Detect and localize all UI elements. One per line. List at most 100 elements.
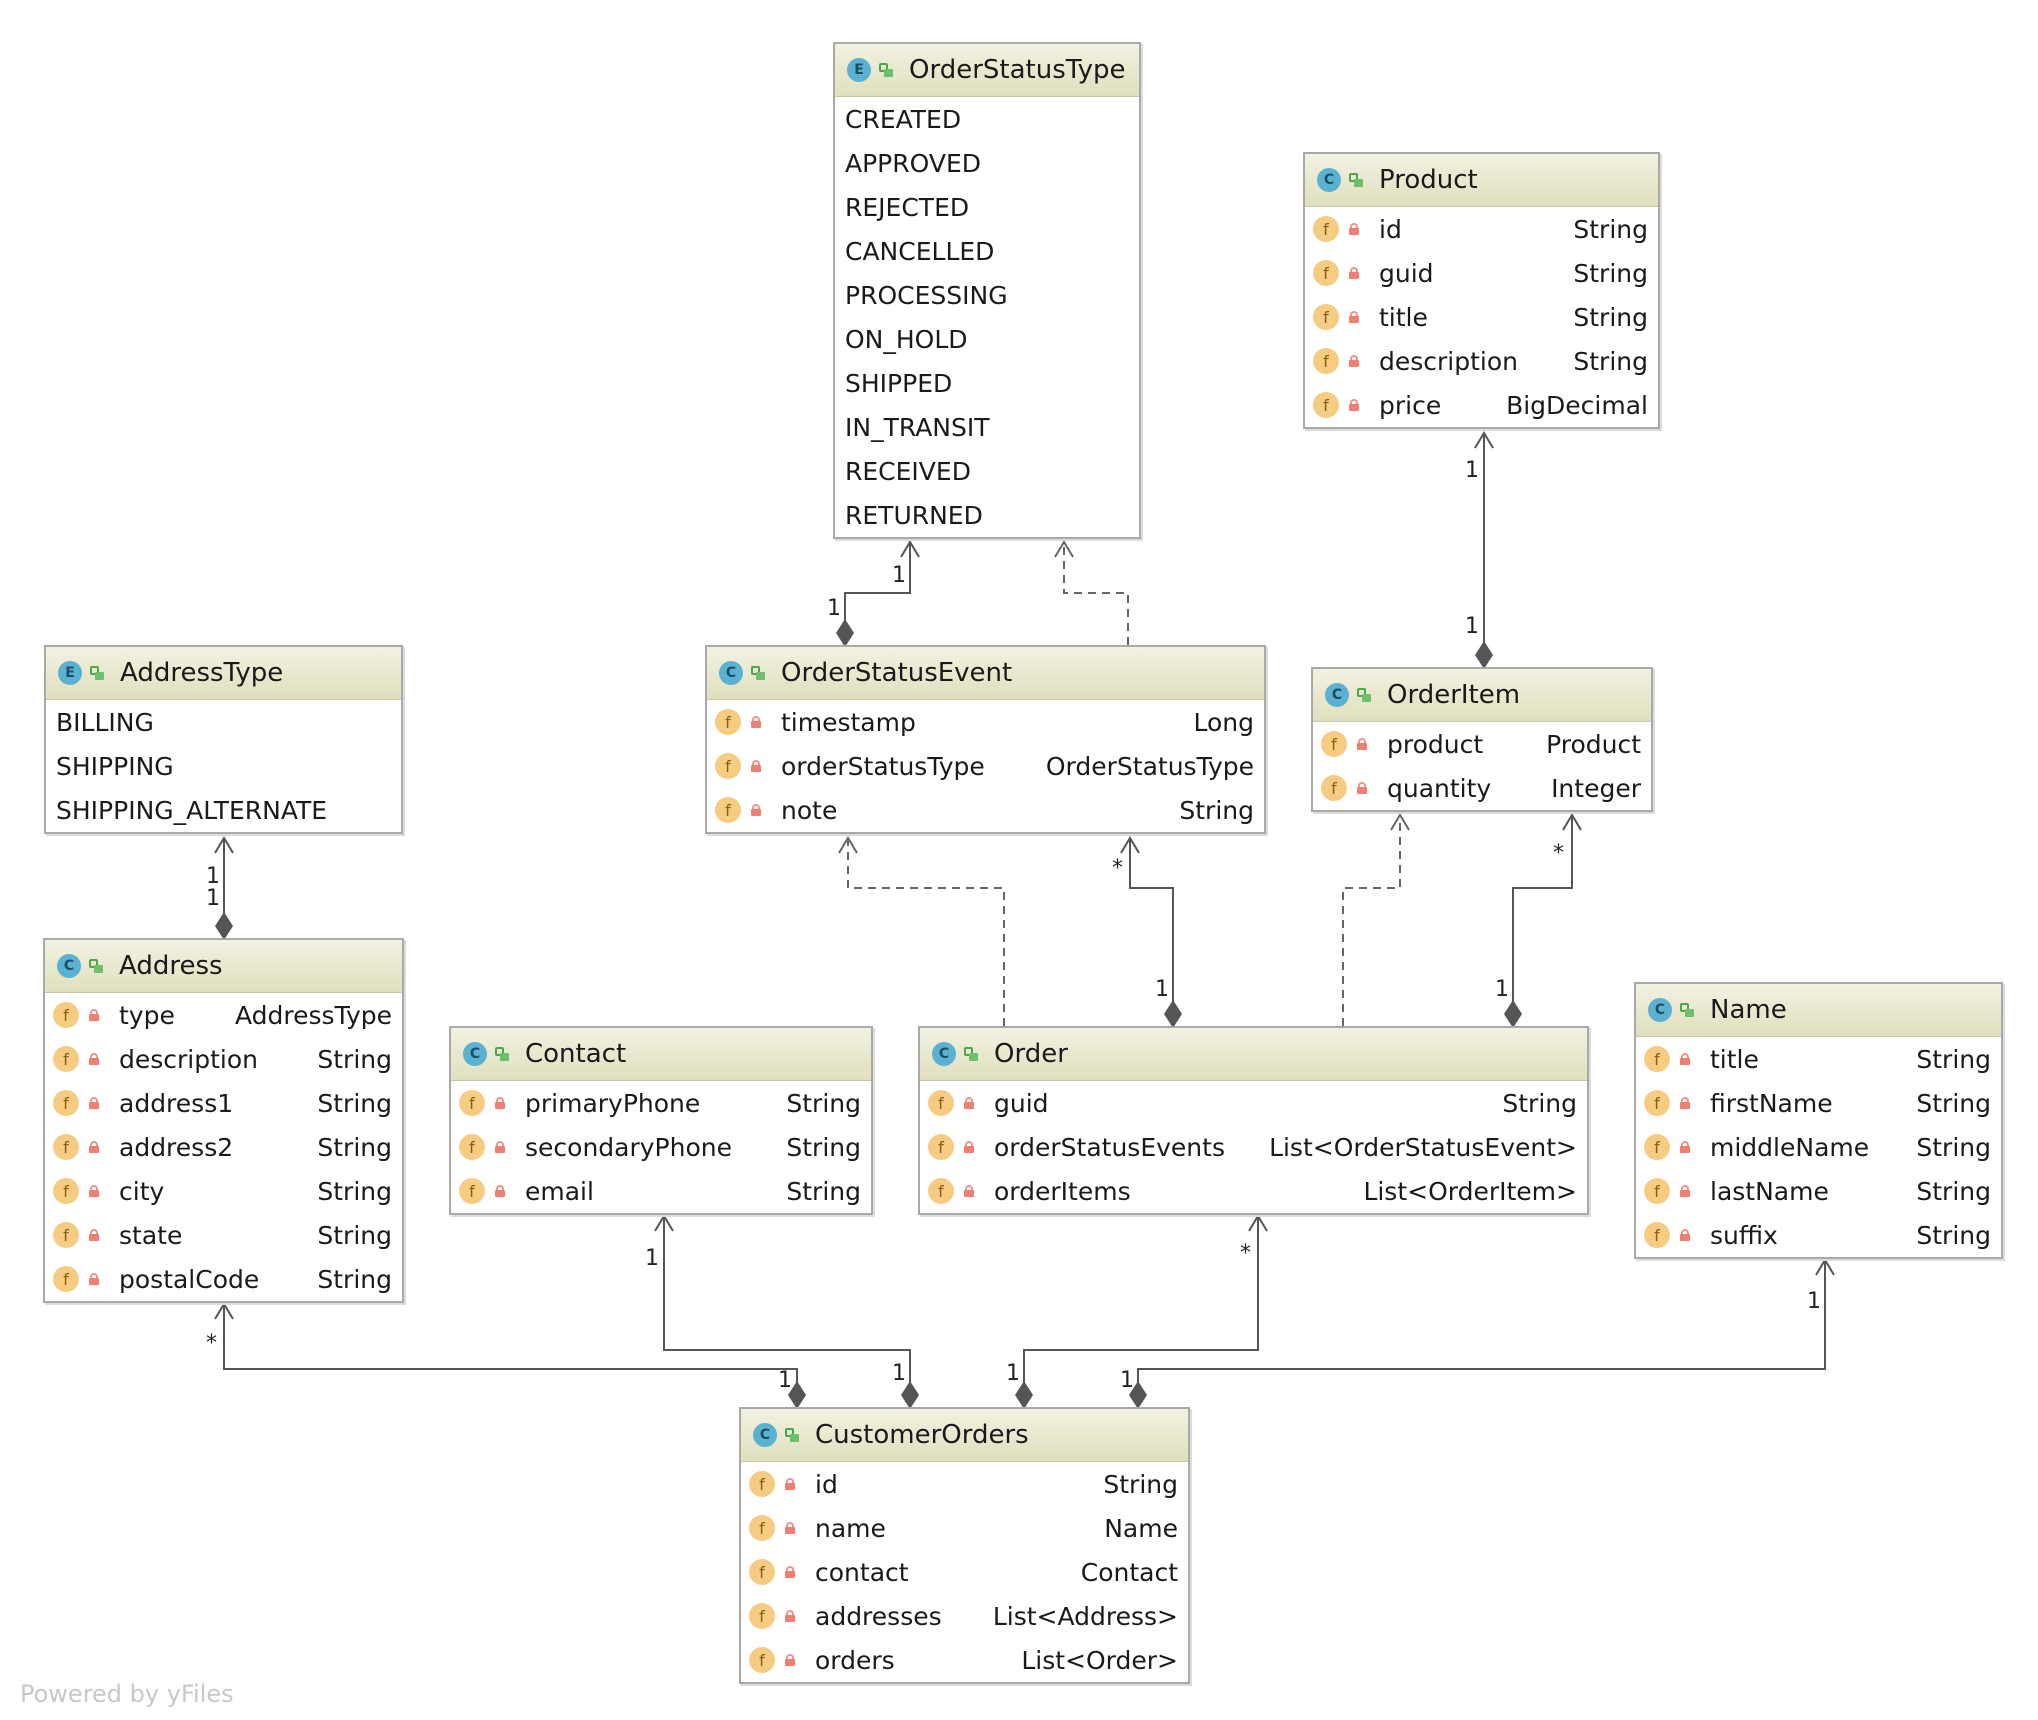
enum-value[interactable]: RETURNED: [845, 500, 983, 530]
lock-icon: [1349, 223, 1359, 235]
enum-value[interactable]: ON_HOLD: [845, 324, 968, 354]
public-icon: [90, 666, 104, 680]
field-name: orderStatusType: [781, 751, 985, 781]
field-type: String: [1573, 302, 1648, 332]
field-name: product: [1387, 729, 1484, 759]
field-icon: f: [53, 1266, 79, 1292]
node-title: Name: [1710, 995, 1787, 1025]
node-order-status-type[interactable]: E OrderStatusType CREATED APPROVED REJECTE…: [833, 42, 1141, 539]
arrowhead: [1054, 540, 1074, 558]
field-type: String: [1916, 1088, 1991, 1118]
enum-value[interactable]: PROCESSING: [845, 280, 1008, 310]
class-icon: C: [463, 1042, 487, 1066]
enum-value[interactable]: REJECTED: [845, 192, 970, 222]
lock-icon: [89, 1097, 99, 1109]
edge-order-to-ose: 1*: [1112, 836, 1182, 1028]
composition-diamond: [1129, 1381, 1147, 1409]
field-icon: f: [715, 709, 741, 735]
arrowhead: [214, 1302, 234, 1320]
composition-diamond: [1504, 1000, 1522, 1028]
field-type: Product: [1546, 729, 1641, 759]
enum-value[interactable]: SHIPPED: [845, 368, 953, 398]
field-name: orderItems: [994, 1176, 1131, 1206]
field-type: OrderStatusType: [1045, 751, 1254, 781]
field-icon: f: [459, 1178, 485, 1204]
node-header: E OrderStatusType: [835, 44, 1139, 97]
field-icon: f: [1644, 1178, 1670, 1204]
class-icon: C: [1648, 998, 1672, 1022]
node-title: AddressType: [120, 658, 284, 688]
enum-value[interactable]: BILLING: [56, 707, 154, 737]
edge-ose-to-ost: 11: [827, 540, 920, 647]
enum-value[interactable]: IN_TRANSIT: [845, 412, 990, 442]
lock-icon: [785, 1566, 795, 1578]
enum-value[interactable]: APPROVED: [845, 148, 982, 178]
enum-value[interactable]: RECEIVED: [845, 456, 971, 486]
lock-icon: [89, 1053, 99, 1065]
field-name: id: [815, 1469, 838, 1499]
enum-value[interactable]: SHIPPING: [56, 751, 174, 781]
field-icon: f: [1644, 1134, 1670, 1160]
lock-icon: [89, 1141, 99, 1153]
field-name: email: [525, 1176, 594, 1206]
public-icon: [785, 1428, 799, 1442]
multiplicity-label: *: [1240, 1241, 1251, 1266]
lock-icon: [751, 760, 761, 772]
field-type: String: [786, 1176, 861, 1206]
field-icon: f: [1644, 1090, 1670, 1116]
field-icon: f: [53, 1178, 79, 1204]
field-type: String: [1573, 214, 1648, 244]
composition-diamond: [901, 1381, 919, 1409]
enum-value[interactable]: CANCELLED: [845, 236, 995, 266]
enum-value[interactable]: SHIPPING_ALTERNATE: [56, 795, 328, 825]
field-icon: f: [928, 1090, 954, 1116]
arrowhead: [1390, 813, 1410, 831]
field-row[interactable]: f email String: [451, 1169, 871, 1213]
lock-icon: [1680, 1185, 1690, 1197]
enum-value[interactable]: CREATED: [845, 104, 962, 134]
node-title: OrderItem: [1387, 680, 1521, 710]
